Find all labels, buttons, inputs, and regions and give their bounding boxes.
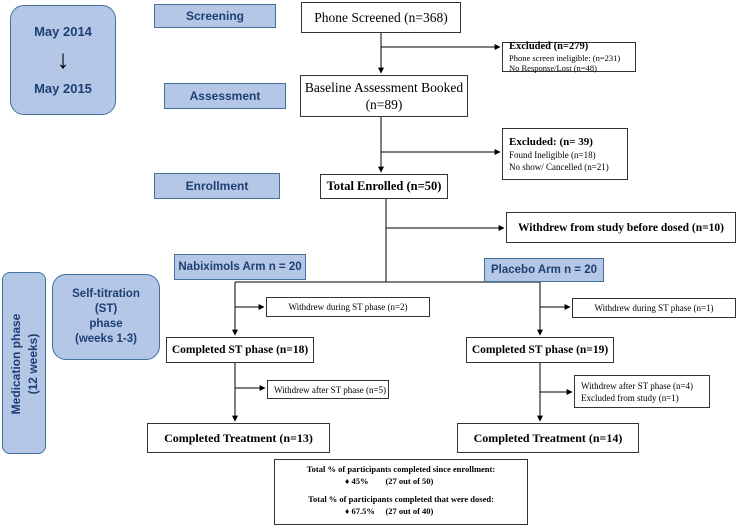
- timeline-arrow-icon: ↓: [56, 44, 70, 74]
- summary-enrolled-heading: Total % of participants completed since …: [306, 464, 496, 474]
- timeline-box: May 2014 ↓ May 2015: [10, 5, 116, 115]
- nabi-withdrew-st-box: Withdrew during ST phase (n=2): [266, 297, 430, 317]
- st-line-3: phase: [89, 318, 123, 330]
- st-line-4: (weeks 1-3): [74, 333, 137, 345]
- summary-dosed-heading: Total % of participants completed that w…: [308, 494, 494, 504]
- placebo-arm-label: Placebo Arm n = 20: [484, 258, 604, 282]
- plac-withdrew-after-line-1: Withdrew after ST phase (n=4): [581, 380, 694, 391]
- summary-enrolled-value: ♦ 45% (27 out of 50): [345, 475, 434, 486]
- phase-self-titration: Self-titration (ST) phase (weeks 1-3): [52, 274, 160, 360]
- plac-completed-st-box: Completed ST phase (n=19): [466, 337, 614, 363]
- excluded-assessment-title-count: (n= 39): [556, 136, 593, 148]
- excluded-assessment-title-bold: Excluded:: [509, 136, 557, 148]
- nabi-withdrew-after-box: Withdrew after ST phase (n=5): [267, 380, 389, 399]
- phase-enrollment: Enrollment: [154, 173, 280, 199]
- excluded-assessment-line-1: Found Ineligible (n=18): [509, 150, 596, 160]
- phase-screening: Screening: [154, 4, 276, 28]
- phase-medication-duration: (12 weeks): [26, 333, 40, 395]
- excluded-screening-title: Excluded (n=279): [509, 41, 589, 52]
- excluded-assessment-line-2: No show/ Cancelled (n=21): [509, 162, 609, 172]
- timeline-start: May 2014: [34, 24, 92, 39]
- phase-medication: Medication phase (12 weeks): [2, 272, 46, 454]
- withdrew-before-dosed-box: Withdrew from study before dosed (n=10): [506, 212, 736, 243]
- plac-completed-treatment-box: Completed Treatment (n=14): [457, 423, 639, 453]
- nabi-completed-st-box: Completed ST phase (n=18): [166, 337, 314, 363]
- completion-summary-box: Total % of participants completed since …: [274, 459, 528, 525]
- baseline-count: (n=89): [365, 97, 403, 112]
- plac-withdrew-after-box: Withdrew after ST phase (n=4) Excluded f…: [574, 375, 710, 408]
- nabi-withdrew-after-line-1: Withdrew after ST phase (n=5): [274, 384, 387, 395]
- excluded-screening-line-1: Phone screen ineligible: (n=231): [509, 53, 621, 63]
- timeline-end: May 2015: [34, 81, 92, 96]
- excluded-assessment-box: Excluded: (n= 39) Found Ineligible (n=18…: [502, 128, 628, 180]
- summary-dosed-value: ♦ 67.5% (27 out of 40): [345, 505, 434, 516]
- st-line-1: Self-titration: [72, 288, 140, 300]
- nabiximols-arm-label: Nabiximols Arm n = 20: [174, 254, 306, 280]
- excluded-screening-box: Excluded (n=279) Phone screen ineligible…: [502, 41, 636, 73]
- st-line-2: (ST): [94, 303, 118, 315]
- total-enrolled-box: Total Enrolled (n=50): [320, 174, 448, 199]
- phase-assessment: Assessment: [164, 83, 286, 109]
- excluded-screening-line-2: No Response/Lost (n=48): [509, 63, 597, 73]
- phone-screened-box: Phone Screened (n=368): [301, 2, 461, 33]
- nabi-completed-treatment-box: Completed Treatment (n=13): [147, 423, 330, 453]
- plac-withdrew-after-line-2: Excluded from study (n=1): [581, 392, 679, 403]
- plac-withdrew-st-box: Withdrew during ST phase (n=1): [572, 298, 736, 318]
- excluded-assessment-title: Excluded: (n= 39): [509, 135, 627, 149]
- phase-medication-label: Medication phase: [9, 313, 23, 415]
- baseline-title: Baseline Assessment Booked: [304, 80, 464, 95]
- baseline-assessment-box: Baseline Assessment Booked (n=89): [300, 75, 468, 117]
